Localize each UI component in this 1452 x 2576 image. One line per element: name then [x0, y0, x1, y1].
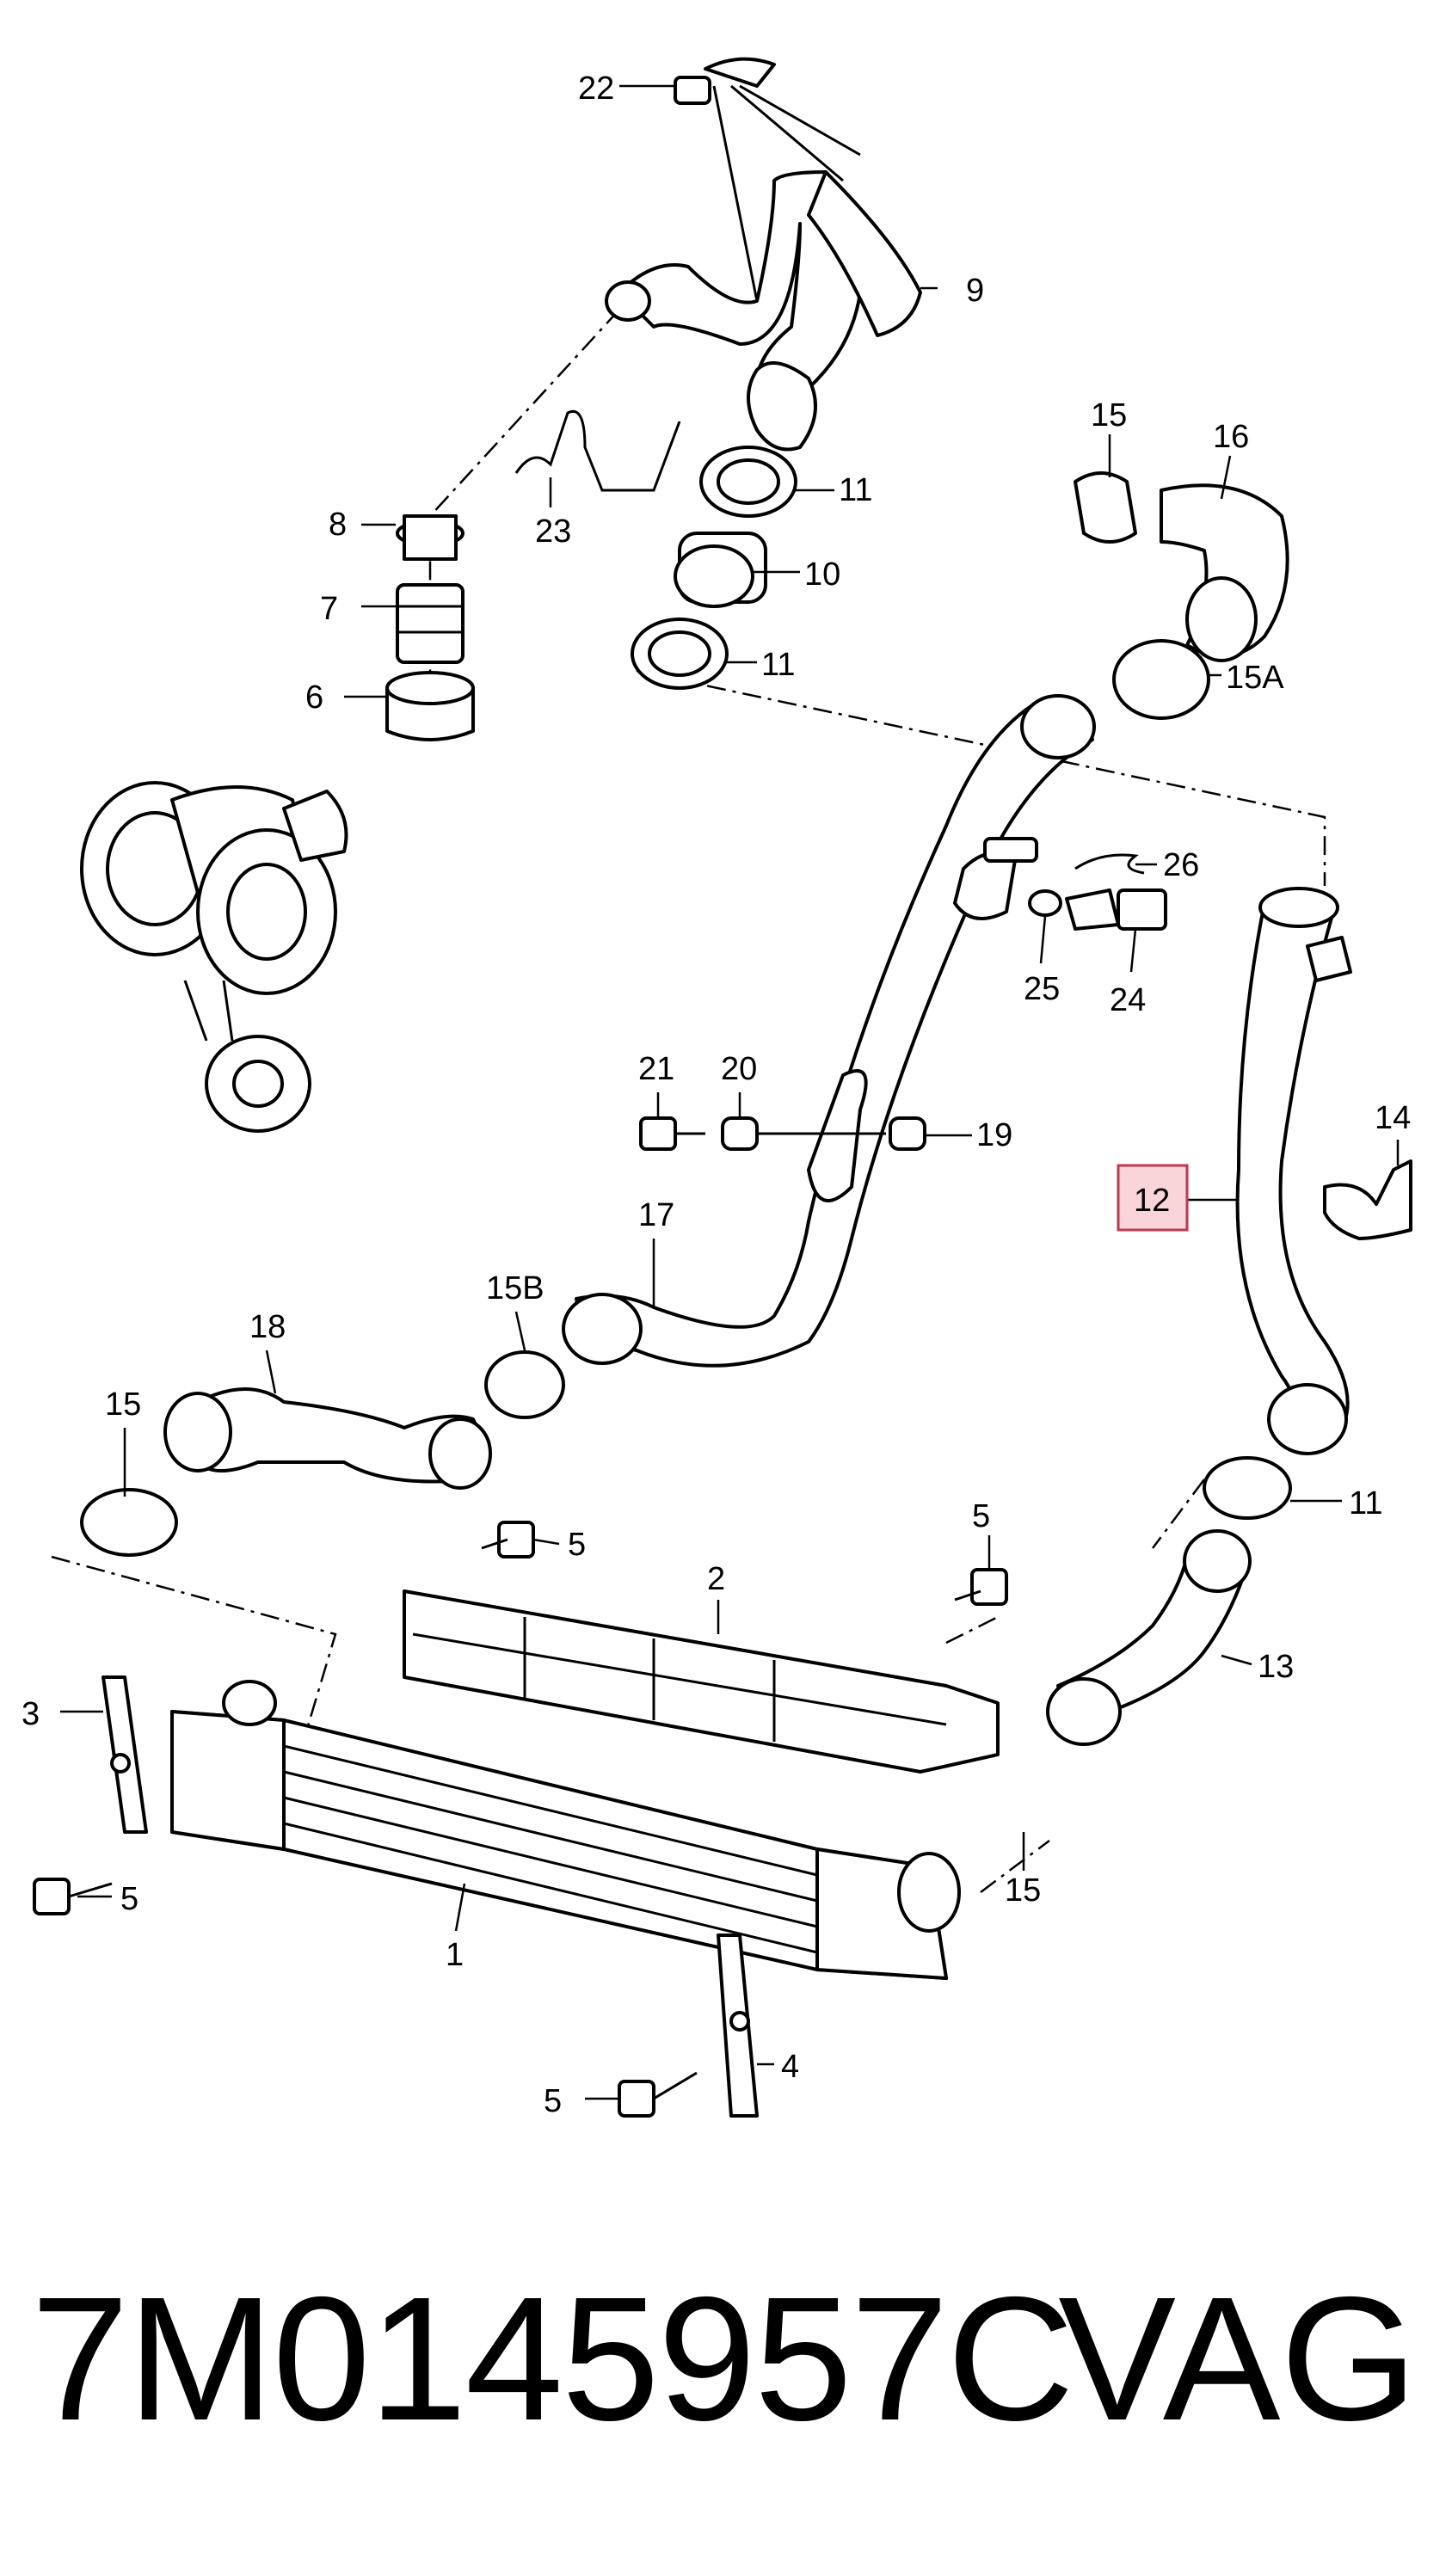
callout-6: 6	[305, 679, 323, 716]
callout-24: 24	[1110, 982, 1146, 1018]
callout-11-top: 11	[839, 472, 872, 508]
callout-2: 2	[707, 1561, 725, 1597]
callout-12: 12	[1134, 1183, 1170, 1219]
callout-13: 13	[1258, 1649, 1294, 1685]
parts-diagram: 22 9 8 7 6 23 11 10 11 15 16 15A 26 25 2…	[22, 57, 1412, 2119]
callout-5-bottom: 5	[544, 2083, 562, 2119]
leader-lines	[60, 84, 1400, 2100]
part-14-bracket	[1323, 1159, 1412, 1240]
part-23-wire	[514, 409, 681, 492]
callout-18: 18	[249, 1309, 286, 1345]
callout-15-right: 15	[1005, 1872, 1041, 1909]
callout-7: 7	[320, 591, 338, 627]
part-17-long-hose	[562, 694, 1096, 1368]
callout-3: 3	[22, 1696, 40, 1732]
callout-15B: 15B	[486, 1270, 544, 1306]
callout-26: 26	[1163, 847, 1199, 883]
callout-15-top: 15	[1091, 397, 1127, 433]
callout-22: 22	[578, 71, 614, 107]
highlight-box-12	[1117, 1164, 1189, 1232]
part-number: 7M0145957C	[31, 2260, 1074, 2457]
callout-23: 23	[535, 513, 571, 550]
upper-clamps-and-coupling	[631, 446, 797, 690]
part-13-lower-right-hose	[1046, 1456, 1292, 1746]
part-2-air-duct	[403, 1589, 1000, 1774]
callout-21: 21	[638, 1051, 674, 1087]
part-16-elbow-hose	[1074, 471, 1289, 720]
brand-label: VAG	[1058, 2260, 1418, 2457]
parts-19-21-bolt	[639, 1116, 926, 1151]
callout-20: 20	[721, 1051, 757, 1087]
part-22-clamp	[674, 57, 776, 105]
part-5-bolts	[33, 1521, 1008, 2118]
callout-10: 10	[804, 556, 840, 593]
callout-labels: 22 9 8 7 6 23 11 10 11 15 16 15A 26 25 2…	[22, 71, 1411, 2119]
turbocharger	[80, 781, 348, 1133]
callout-15-left: 15	[105, 1386, 141, 1423]
callout-14: 14	[1375, 1100, 1411, 1136]
callout-1: 1	[446, 1937, 464, 1973]
callout-17: 17	[638, 1197, 674, 1233]
callout-11-mid: 11	[761, 647, 795, 683]
parts-3-4-brackets	[102, 1675, 759, 2118]
parts-24-26-sensor	[953, 837, 1167, 931]
callout-8: 8	[329, 507, 347, 543]
part-18-lower-left-hose	[80, 1350, 565, 1557]
callout-5-right: 5	[972, 1498, 990, 1534]
callout-16: 16	[1213, 419, 1249, 455]
part-12-right-hose	[1235, 887, 1352, 1455]
part-9-upper-hose	[605, 84, 922, 452]
callout-5-top: 5	[568, 1527, 586, 1563]
parts-6-7-8-stack	[385, 514, 475, 741]
callout-11-right: 11	[1349, 1485, 1382, 1522]
callout-9: 9	[966, 273, 984, 309]
callout-25: 25	[1024, 971, 1060, 1007]
callout-4: 4	[781, 2049, 799, 2085]
callout-5-left: 5	[120, 1881, 138, 1917]
part-1-intercooler	[170, 1680, 961, 1980]
callout-15A: 15A	[1226, 660, 1284, 696]
callout-19: 19	[976, 1117, 1012, 1153]
